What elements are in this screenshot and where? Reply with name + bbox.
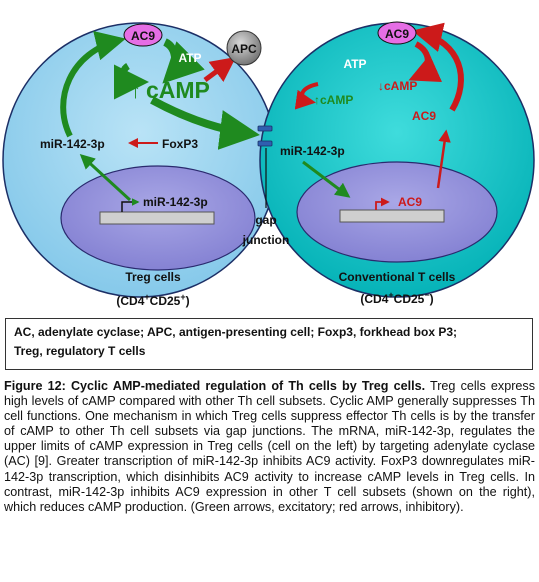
abbreviation-legend: AC, adenylate cyclase; APC, antigen-pres… (5, 318, 533, 370)
treg-atp-to-camp-arrow (113, 63, 149, 100)
treg-camp-label: cAMP (146, 77, 210, 103)
treg-mir-label: miR-142-3p (40, 137, 105, 151)
conv-mir-label: miR-142-3p (280, 144, 345, 158)
conv-subtype-label: (CD4+CD25−) (360, 290, 433, 306)
conv-sub-b: CD25 (394, 292, 425, 306)
conv-sub-sup1: + (388, 290, 393, 300)
gap-junction-label-line2: junction (242, 233, 290, 247)
conv-ac9-top-label: AC9 (385, 27, 409, 41)
treg-ac9-badge (123, 23, 163, 47)
legend-line-2: Treg, regulatory T cells (14, 344, 146, 358)
treg-ac9-to-camp-arrow (162, 38, 205, 84)
conv-nucleus-ac9-to-ac9mid-arrow (436, 129, 451, 189)
conv-atp-to-camp-arrow (294, 82, 319, 110)
conv-gene-bar (339, 209, 445, 223)
treg-nucleus-mir-label: miR-142-3p (143, 195, 208, 209)
caption-title: Figure 12: Cyclic AMP-mediated regulatio… (4, 379, 426, 393)
conv-ac9mid-to-ac9top-arrow (412, 22, 464, 112)
conv-sub-a: (CD4 (360, 292, 388, 306)
conv-sub-c: ) (430, 292, 434, 306)
conv-camp-down-label: ↓cAMP (378, 79, 417, 93)
treg-sub-a: (CD4 (116, 294, 144, 308)
apc-label: APC (231, 42, 257, 56)
treg-sub-c: ) (186, 294, 190, 308)
figure-caption: Figure 12: Cyclic AMP-mediated regulatio… (4, 379, 535, 515)
conv-promoter-arrow (375, 197, 390, 210)
treg-camp-to-gap-arrow (150, 96, 260, 150)
conv-nucleus-ac9-label: AC9 (398, 195, 422, 209)
treg-cells-label: Treg cells (125, 270, 181, 284)
treg-sub-b: CD25 (150, 294, 181, 308)
conv-cells-label: Conventional T cells (339, 270, 456, 284)
treg-camp-up-arrow: ↑ (130, 78, 141, 103)
treg-subtype-label: (CD4+CD25+) (116, 292, 189, 308)
conv-ac9-badge (377, 21, 417, 45)
treg-nucleus-to-mir-arrow (79, 153, 132, 202)
conv-ac9-mid-label: AC9 (412, 109, 436, 123)
conv-atp-label: ATP (343, 57, 366, 71)
conv-sub-sup2: − (424, 290, 429, 300)
conv-camp-up-label: ↑cAMP (314, 93, 353, 107)
treg-sub-sup2: + (180, 292, 185, 302)
gap-junction-label-line1: gap (255, 213, 276, 227)
treg-ac9-label: AC9 (131, 29, 155, 43)
caption-body: Treg cells express high levels of cAMP c… (4, 379, 535, 514)
diagram-figure: AC9 APC ATP ↑ cAMP miR-142-3p FoxP3 miR-… (2, 21, 535, 308)
treg-mir-to-ac9-arrow (60, 31, 126, 138)
apc-cell-icon (226, 30, 262, 66)
treg-atp-label: ATP (178, 51, 201, 65)
legend-line-1: AC, adenylate cyclase; APC, antigen-pres… (14, 325, 458, 339)
foxp3-label: FoxP3 (162, 137, 198, 151)
conv-gap-to-nucleus-arrow (302, 160, 351, 198)
treg-promoter-arrow (121, 198, 140, 212)
treg-gene-bar (99, 211, 215, 225)
treg-sub-sup1: + (144, 292, 149, 302)
gap-junction-channels (257, 125, 273, 147)
treg-camp-to-apc-arrow (203, 57, 237, 83)
